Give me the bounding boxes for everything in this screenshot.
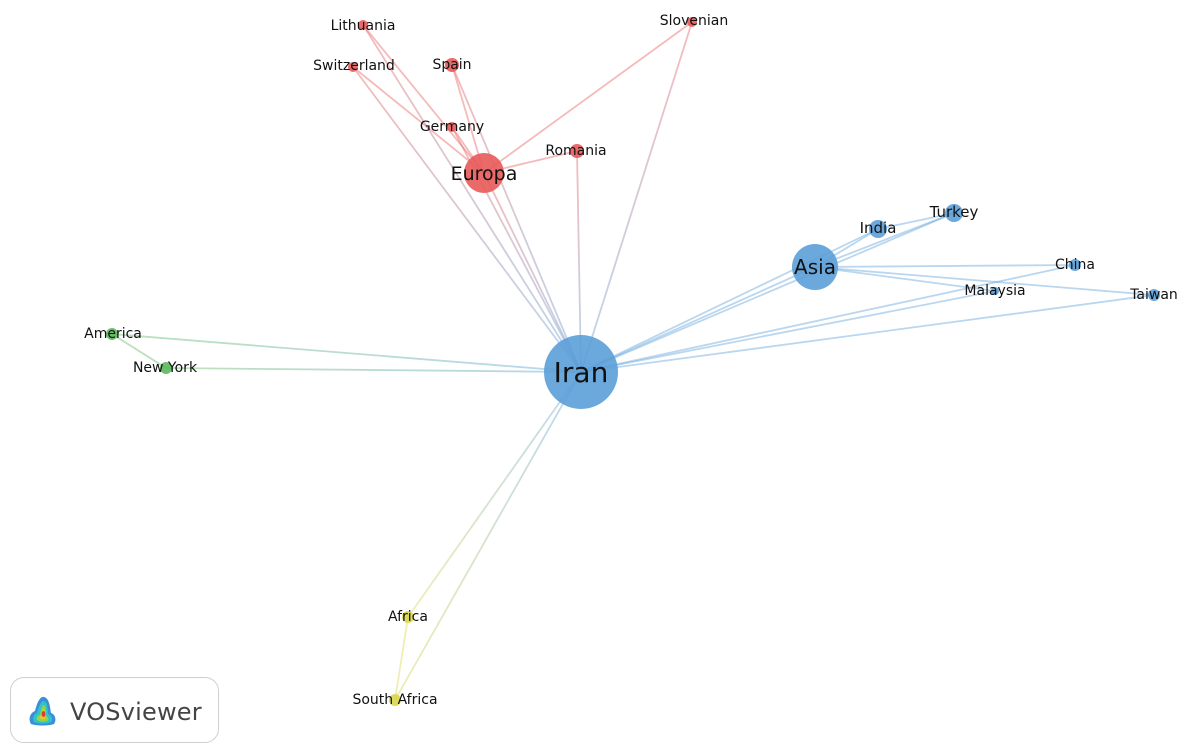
link-iran-china	[580, 264, 1076, 373]
node-america[interactable]	[106, 328, 118, 340]
node-asia[interactable]	[792, 244, 838, 290]
link-iran-newyork	[165, 367, 582, 373]
link-iran-spain	[451, 64, 582, 373]
vosviewer-logo-text: VOSviewer	[70, 698, 202, 726]
node-label-lithuania: Lithuania	[331, 18, 396, 34]
node-africa[interactable]	[402, 611, 414, 623]
node-southafrica[interactable]	[389, 694, 401, 706]
node-malaysia[interactable]	[991, 287, 999, 295]
node-label-asia: Asia	[794, 255, 836, 279]
link-europa-lithuania	[362, 24, 485, 174]
node-label-europa: Europa	[451, 163, 518, 185]
node-iran[interactable]	[544, 335, 618, 409]
node-label-malaysia: Malaysia	[964, 283, 1025, 299]
node-label-germany: Germany	[420, 119, 484, 135]
link-iran-turkey	[580, 212, 955, 373]
node-label-southafrica: South Africa	[352, 692, 437, 708]
node-newyork[interactable]	[160, 362, 172, 374]
link-iran-india	[580, 228, 879, 373]
network-nodes	[106, 17, 1160, 706]
node-slovenian[interactable]	[687, 17, 697, 27]
node-turkey[interactable]	[945, 204, 963, 222]
node-label-turkey: Turkey	[929, 203, 979, 221]
link-iran-asia	[580, 266, 816, 373]
node-label-taiwan: Taiwan	[1129, 287, 1178, 303]
node-spain[interactable]	[445, 58, 459, 72]
vosviewer-density-logo-icon	[29, 696, 56, 726]
network-links	[111, 21, 1155, 701]
link-iran-slovenian	[580, 21, 693, 373]
link-iran-america	[111, 333, 582, 373]
node-taiwan[interactable]	[1148, 289, 1160, 301]
link-europa-switzerland	[352, 66, 485, 174]
node-label-newyork: New York	[133, 360, 198, 376]
link-europa-slovenian	[483, 21, 693, 174]
node-india[interactable]	[869, 220, 887, 238]
vosviewer-logo-badge: VOSviewer	[10, 677, 219, 743]
link-india-turkey	[877, 212, 955, 230]
node-china[interactable]	[1069, 259, 1081, 271]
link-asia-china	[814, 264, 1076, 268]
link-africa-southafrica	[394, 616, 409, 701]
link-asia-taiwan	[814, 266, 1155, 296]
link-iran-africa	[407, 371, 582, 618]
node-label-india: India	[860, 219, 897, 237]
link-iran-switzerland	[352, 66, 582, 373]
link-asia-turkey	[814, 212, 955, 268]
node-label-slovenian: Slovenian	[660, 13, 728, 29]
link-iran-lithuania	[362, 24, 582, 373]
node-label-china: China	[1055, 257, 1095, 273]
node-europa[interactable]	[464, 153, 504, 193]
link-america-newyork	[111, 333, 167, 369]
link-asia-malaysia	[814, 266, 996, 292]
node-germany[interactable]	[447, 122, 457, 132]
node-switzerland[interactable]	[348, 62, 358, 72]
node-label-america: America	[84, 326, 142, 342]
node-label-iran: Iran	[554, 356, 609, 389]
node-label-africa: Africa	[388, 609, 428, 625]
node-label-spain: Spain	[432, 57, 471, 73]
link-iran-malaysia	[580, 290, 996, 373]
node-label-romania: Romania	[545, 143, 606, 159]
node-lithuania[interactable]	[358, 20, 368, 30]
node-romania[interactable]	[570, 144, 584, 158]
link-iran-taiwan	[580, 294, 1155, 373]
node-label-switzerland: Switzerland	[313, 58, 395, 74]
link-iran-southafrica	[394, 371, 582, 701]
